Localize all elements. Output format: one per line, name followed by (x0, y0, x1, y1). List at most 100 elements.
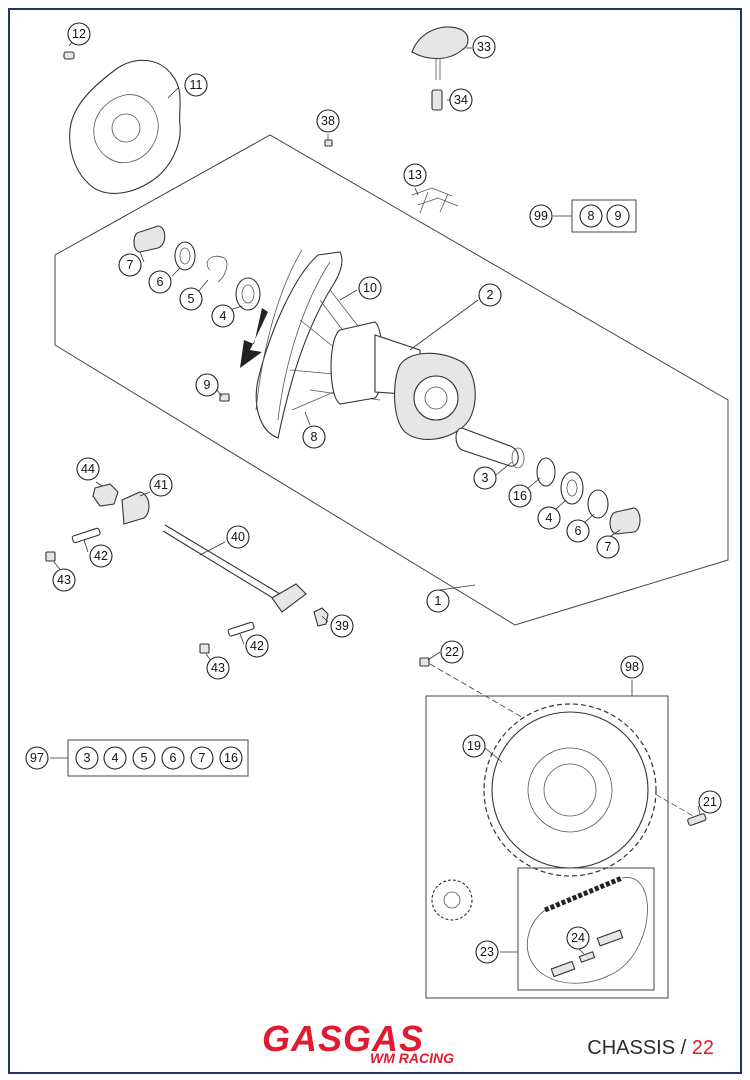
callout-10: 10 (358, 276, 382, 300)
chain-adjuster (121, 491, 150, 525)
callout-1: 1 (426, 589, 450, 613)
callout-44: 44 (76, 457, 100, 481)
front-sprocket (431, 879, 473, 921)
svg-text:16: 16 (224, 751, 238, 765)
page-separator: / (680, 1037, 687, 1059)
callout-6-right: 6 (566, 519, 590, 543)
svg-text:40: 40 (231, 530, 245, 544)
svg-text:5: 5 (188, 292, 195, 306)
svg-text:16: 16 (513, 489, 527, 503)
svg-text:22: 22 (445, 645, 459, 659)
svg-text:5: 5 (141, 751, 148, 765)
callout-97-item-6: 6 (161, 746, 185, 770)
svg-text:7: 7 (127, 258, 134, 272)
callout-99-item-9: 9 (606, 204, 630, 228)
svg-text:44: 44 (81, 462, 95, 476)
wheel-rim (255, 249, 343, 439)
chain-clip (578, 951, 596, 963)
svg-text:12: 12 (72, 27, 86, 41)
brand-logo: GASGAS WM RACING (262, 1018, 482, 1074)
chain-kit-box (517, 867, 655, 991)
left-spacer-stack (133, 225, 261, 311)
svg-text:38: 38 (321, 114, 335, 128)
svg-text:21: 21 (703, 795, 717, 809)
callout-97-item-3: 3 (75, 746, 99, 770)
brand-logo-text: GASGAS (262, 1018, 425, 1059)
callout-8: 8 (302, 425, 326, 449)
svg-text:2: 2 (487, 288, 494, 302)
callout-22: 22 (440, 640, 464, 664)
callout-99: 99 (529, 204, 553, 228)
callout-3: 3 (473, 466, 497, 490)
adjuster-bolt-right (227, 621, 255, 637)
callout-5: 5 (179, 287, 203, 311)
svg-text:8: 8 (588, 209, 595, 223)
svg-text:97: 97 (30, 751, 44, 765)
callout-99-item-8: 8 (579, 204, 603, 228)
valve-nut (324, 139, 333, 147)
callout-38: 38 (316, 109, 340, 133)
svg-text:7: 7 (199, 751, 206, 765)
callout-40: 40 (226, 525, 250, 549)
svg-text:1: 1 (435, 594, 442, 608)
callout-97: 97 (25, 746, 49, 770)
svg-text:11: 11 (190, 78, 203, 92)
callout-43-left: 43 (52, 568, 76, 592)
svg-text:9: 9 (615, 209, 622, 223)
svg-text:3: 3 (482, 471, 489, 485)
svg-text:8: 8 (311, 430, 318, 444)
svg-text:34: 34 (454, 93, 468, 107)
callout-24: 24 (566, 926, 590, 950)
callout-41: 41 (149, 473, 173, 497)
callout-97-item-7: 7 (190, 746, 214, 770)
adjuster-bolt-left (71, 527, 101, 544)
svg-text:42: 42 (250, 639, 264, 653)
svg-text:42: 42 (94, 549, 108, 563)
rim-strip (411, 187, 459, 214)
section-name: CHASSIS (587, 1037, 676, 1059)
svg-text:43: 43 (211, 661, 225, 675)
callout-7-right: 7 (596, 535, 620, 559)
svg-text:99: 99 (534, 209, 548, 223)
svg-text:19: 19 (467, 739, 481, 753)
callout-43-right: 43 (206, 656, 230, 680)
svg-text:98: 98 (625, 660, 639, 674)
svg-text:4: 4 (546, 511, 553, 525)
svg-text:23: 23 (480, 945, 494, 959)
svg-text:6: 6 (157, 275, 164, 289)
cover-bolt (431, 89, 443, 111)
svg-text:4: 4 (220, 309, 227, 323)
callout-12: 12 (67, 22, 91, 46)
disc-bolt (63, 41, 75, 60)
callout-4-left: 4 (211, 304, 235, 328)
svg-text:24: 24 (571, 931, 585, 945)
callout-7-left: 7 (118, 253, 142, 277)
svg-text:43: 43 (57, 573, 71, 587)
page-label: CHASSIS / 22 (587, 1037, 714, 1060)
svg-text:6: 6 (170, 751, 177, 765)
axle-nut (92, 483, 119, 507)
callout-4-right: 4 (537, 506, 561, 530)
rear-sprocket (483, 703, 657, 877)
callout-19: 19 (462, 734, 486, 758)
svg-text:9: 9 (204, 378, 211, 392)
page-number: 22 (691, 1037, 714, 1059)
drive-chain (526, 875, 648, 984)
callout-34: 34 (449, 88, 473, 112)
svg-text:41: 41 (154, 478, 168, 492)
rotation-arrow (240, 308, 268, 368)
callout-97-item-5: 5 (132, 746, 156, 770)
adjuster-nut-right (199, 643, 210, 654)
callout-2: 2 (478, 283, 502, 307)
sprocket-kit-box (425, 695, 669, 999)
svg-text:39: 39 (335, 619, 349, 633)
callout-33: 33 (472, 35, 496, 59)
callout-98: 98 (620, 655, 644, 679)
right-spacer-stack (455, 427, 641, 535)
svg-text:3: 3 (84, 751, 91, 765)
callout-9: 9 (195, 373, 219, 397)
exploded-parts-diagram: 12 11 33 34 38 13 99 8 9 7 6 5 4 10 2 9 … (25, 22, 729, 999)
callout-23: 23 (475, 940, 499, 964)
callout-97-item-16: 16 (219, 746, 243, 770)
assembly-frame (54, 134, 729, 626)
